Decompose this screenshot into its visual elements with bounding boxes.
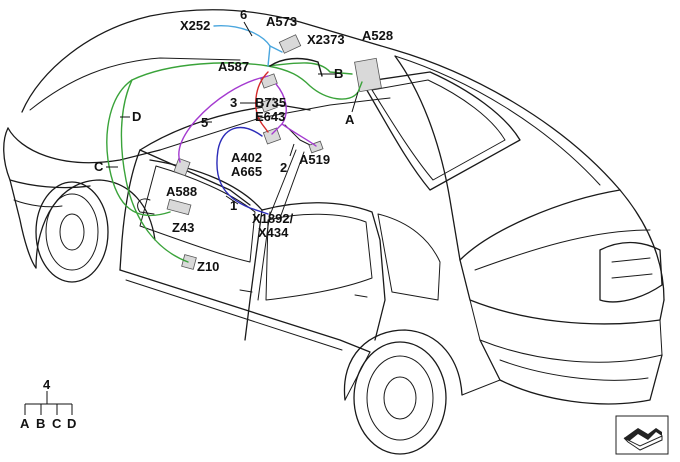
wire-light-blue-2 bbox=[267, 45, 271, 67]
legend-branch-b: B bbox=[36, 416, 46, 431]
wire-green-a bbox=[267, 65, 363, 100]
label-b735: B735 bbox=[255, 95, 287, 110]
label-5: 5 bbox=[201, 115, 209, 130]
label-a665: A665 bbox=[231, 164, 263, 179]
wire-purple bbox=[178, 75, 269, 163]
wire-red bbox=[255, 71, 269, 133]
label-2: 2 bbox=[280, 160, 288, 175]
label-d: D bbox=[132, 109, 142, 124]
label-x252: X252 bbox=[180, 18, 211, 33]
module-a587 bbox=[260, 73, 278, 89]
module-a573 bbox=[278, 34, 302, 54]
label-x434: X434 bbox=[258, 225, 289, 240]
wire-harnesses bbox=[106, 25, 363, 263]
label-a587: A587 bbox=[218, 59, 250, 74]
label-z43: Z43 bbox=[172, 220, 195, 235]
label-x2373: X2373 bbox=[307, 32, 345, 47]
wire-green-d bbox=[106, 62, 269, 217]
wire-green-b bbox=[267, 62, 353, 75]
legend-tree bbox=[24, 391, 73, 415]
label-c: C bbox=[94, 159, 104, 174]
label-a519: A519 bbox=[299, 152, 331, 167]
module-b735 bbox=[260, 97, 278, 113]
label-1: 1 bbox=[230, 198, 238, 213]
legend-branch-c: C bbox=[52, 416, 62, 431]
module-z10 bbox=[181, 254, 197, 270]
label-x1892: X1892/ bbox=[252, 211, 294, 226]
label-a573: A573 bbox=[266, 14, 298, 29]
wire-black bbox=[269, 57, 323, 77]
label-z10: Z10 bbox=[197, 259, 220, 274]
wire-purple-3 bbox=[281, 123, 317, 147]
leader-lines bbox=[106, 21, 359, 205]
module-z43 bbox=[166, 198, 192, 216]
car-body-outline bbox=[3, 9, 665, 455]
wire-blue bbox=[216, 126, 269, 215]
label-a402: A402 bbox=[231, 150, 263, 165]
label-3: 3 bbox=[230, 95, 238, 110]
legend-root-label: 4 bbox=[43, 377, 51, 392]
module-a588 bbox=[173, 157, 191, 177]
wire-green-c bbox=[120, 79, 189, 263]
view-orientation-icon bbox=[615, 415, 669, 455]
label-b: B bbox=[334, 66, 344, 81]
label-a588: A588 bbox=[166, 184, 198, 199]
label-e643: E643 bbox=[255, 109, 286, 124]
legend-branch-a: A bbox=[20, 416, 30, 431]
label-a528: A528 bbox=[362, 28, 394, 43]
label-a: A bbox=[345, 112, 355, 127]
module-a528 bbox=[354, 57, 382, 93]
label-6: 6 bbox=[240, 7, 248, 22]
legend-branch-d: D bbox=[67, 416, 77, 431]
